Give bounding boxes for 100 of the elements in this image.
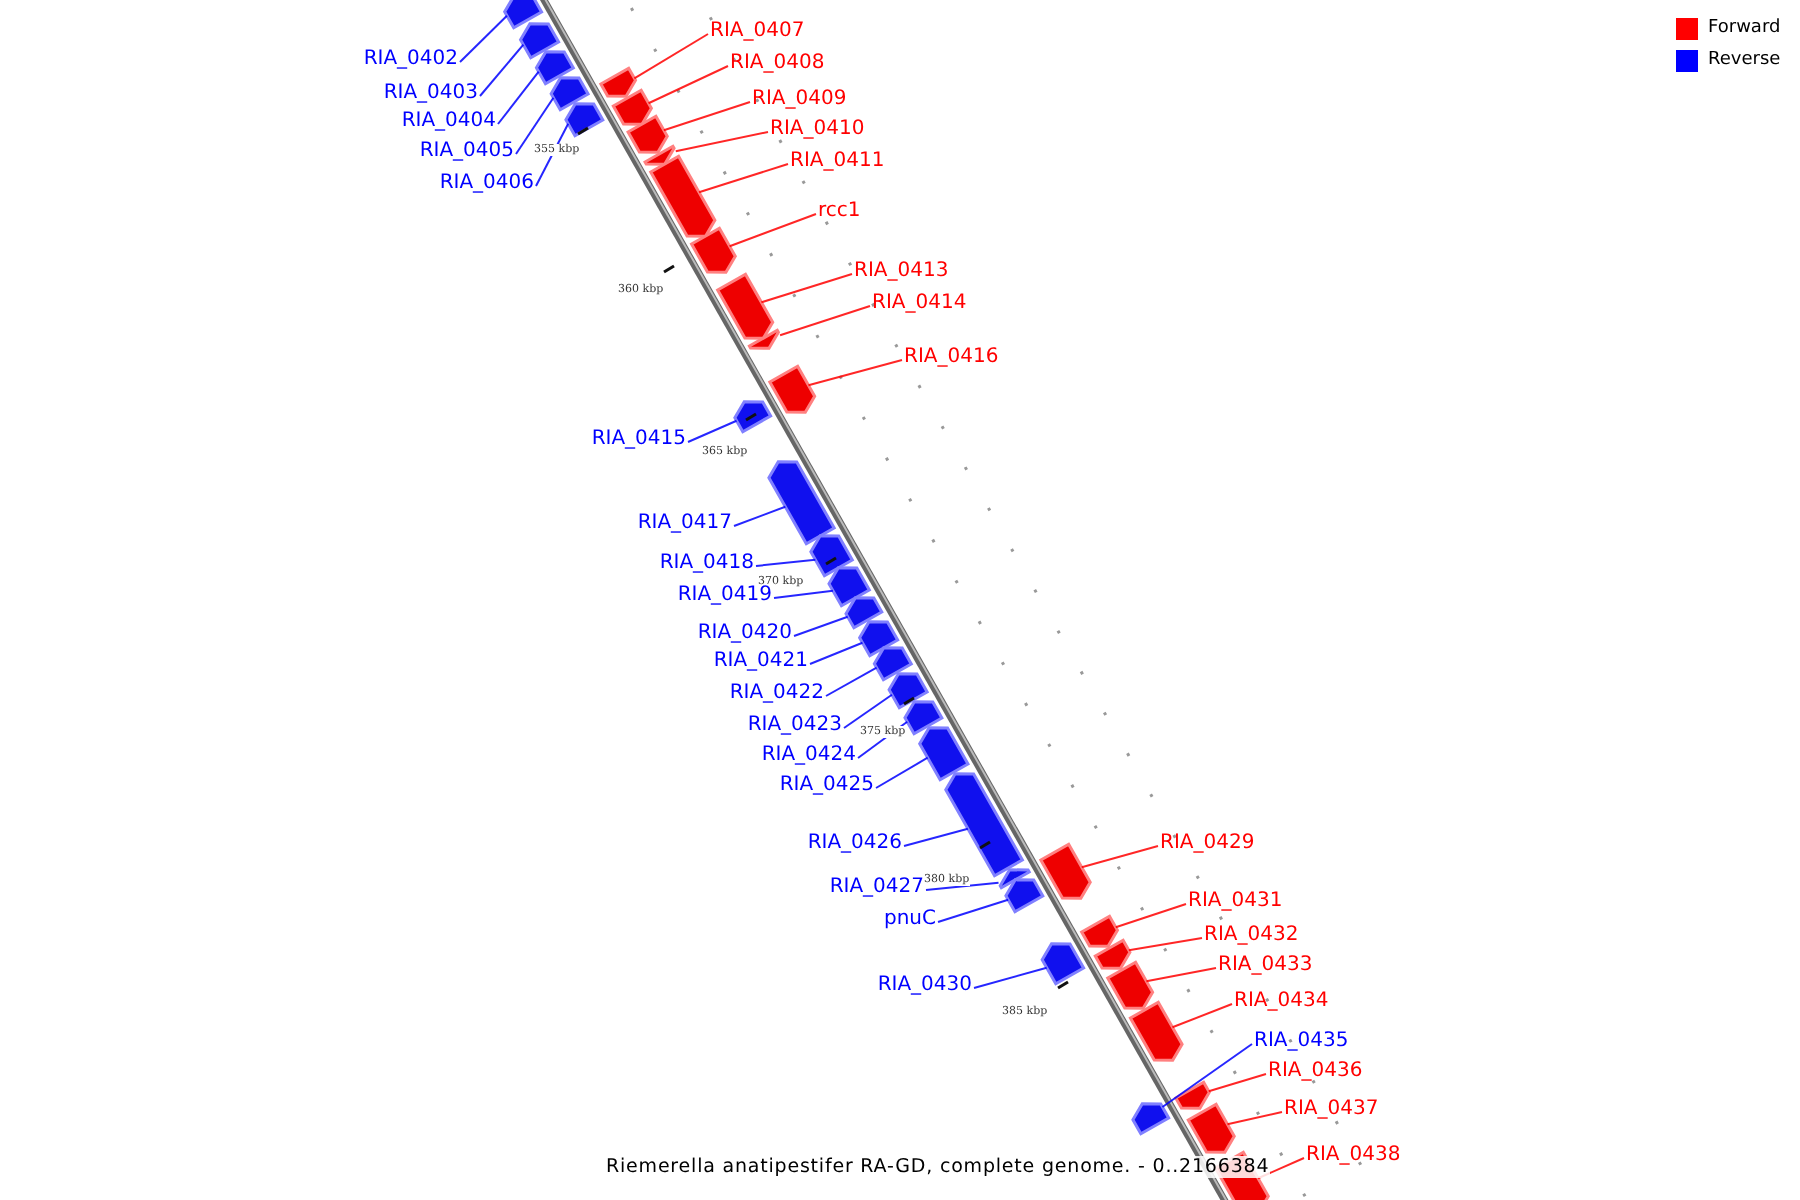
gene-block [643,144,676,166]
gene-label: RIA_0405 [419,140,514,164]
gene-label: RIA_0418 [659,552,754,576]
leader-line [535,122,570,187]
gene-label: RIA_0434 [1234,990,1329,1014]
leader-line [728,213,817,248]
gene-block [887,672,930,710]
gene-block [1131,1102,1171,1136]
leader-line [1171,1003,1233,1029]
caption: Riemerella anatipestifer RA-GD, complete genome. - 0..2166384 [606,1156,1270,1178]
leader-line [857,720,909,759]
leader-line [825,666,878,697]
gene-label: RIA_0437 [1284,1098,1379,1122]
gene-block [549,76,591,112]
leader-line [760,273,853,304]
leader-line [674,131,769,153]
gene-label: RIA_0425 [779,774,874,798]
gene-block [827,566,872,608]
gene-block [998,868,1032,890]
leader-line [733,505,787,527]
gene-block [857,620,900,658]
leader-line [773,589,834,599]
gene-block [564,102,605,138]
gene-label: RIA_0409 [752,88,847,112]
leader-line [698,163,789,194]
leader-line [1161,1043,1253,1108]
leader-line [937,898,1010,923]
gene-label: RIA_0410 [770,118,865,142]
gene-label: RIA_0420 [697,622,792,646]
gene-label: RIA_0415 [591,428,686,452]
gene-block [809,534,855,578]
gene-label: rcc1 [818,200,861,224]
gene-block [767,364,817,414]
gene-label: RIA_0426 [807,832,902,856]
leader-line [779,305,871,337]
gene-label: RIA_0427 [829,876,924,900]
leader-line [903,827,969,847]
leader-line [1226,1111,1283,1126]
leader-line [687,419,738,443]
legend-label: Forward [1708,18,1781,38]
leader-line [925,881,1000,891]
gene-block [1079,914,1120,948]
leader-line [875,756,929,789]
gene-label: RIA_0419 [677,584,772,608]
gene-block [1004,878,1045,914]
gene-label: RIA_0408 [730,52,825,76]
gene-label: RIA_0438 [1306,1144,1401,1168]
gene-block [733,400,773,434]
leader-line [459,14,508,63]
gene-label: RIA_0436 [1268,1060,1363,1084]
leader-line [647,65,729,105]
gene-block [747,328,781,350]
gene-block [715,272,775,340]
leader-line [843,693,893,729]
leader-line [755,558,817,567]
gene-label: RIA_0430 [877,974,972,998]
leader-line [973,966,1048,989]
gene-label: RIA_0421 [713,650,808,674]
gene-label: RIA_0404 [401,110,496,134]
leader-line [515,96,555,155]
gene-label: RIA_0431 [1188,890,1283,914]
gene-label: RIA_0406 [439,172,534,196]
gene-label: RIA_0416 [904,346,999,370]
leader-line [633,33,709,80]
gene-block [1038,842,1092,900]
leader-line [1145,967,1217,983]
gene-block [1040,942,1086,986]
gene-block [534,50,576,86]
gene-block [611,88,654,126]
leader-line [793,615,849,637]
gene-label: RIA_0435 [1254,1030,1349,1054]
gene-label: RIA_0407 [710,20,805,44]
legend-label: Reverse [1708,50,1781,70]
gene-label: RIA_0432 [1204,924,1299,948]
gene-label: RIA_0429 [1160,832,1255,856]
leader-line [497,70,540,125]
gene-block [1128,1000,1184,1062]
gene-label: RIA_0422 [729,682,824,706]
gene-block [502,0,544,30]
leader-line [807,359,903,387]
leader-line [1080,845,1159,869]
gene-block [648,154,717,238]
gene-block [767,460,837,546]
gene-label: RIA_0413 [854,260,949,284]
leader-line [1127,937,1203,952]
leader-line [1114,903,1187,929]
gene-block [598,66,638,98]
gene-label: RIA_0403 [383,82,478,106]
gene-block [903,700,944,736]
leader-line [809,641,864,665]
leader-line [1207,1073,1267,1093]
gene-block [1173,1080,1212,1110]
leader-line [479,43,525,97]
gene-label: RIA_0423 [747,714,842,738]
leader-line [662,101,751,132]
gene-block [689,226,738,274]
gene-label: RIA_0424 [761,744,856,768]
gene-label: RIA_0414 [872,292,967,316]
gene-label: RIA_0411 [790,150,885,174]
gene-label: RIA_0433 [1218,954,1313,978]
